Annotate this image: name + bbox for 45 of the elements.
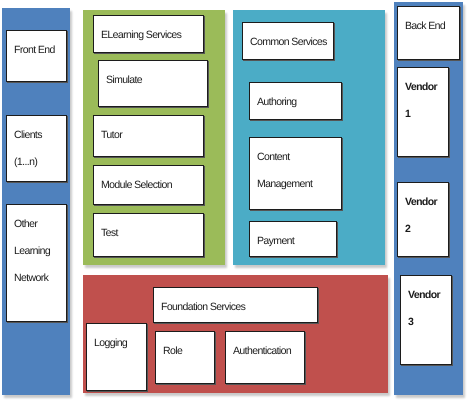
service-label: Vendor 2 [405,195,438,237]
service-label: Other Learning Network [14,217,52,286]
service-box [249,82,342,120]
service-label: Role [163,344,184,359]
service-label: Authoring [257,95,298,110]
service-label: Common Services [250,35,328,50]
service-label: Tutor [101,128,124,143]
service-box [155,331,215,384]
service-box [98,60,208,107]
service-box [86,323,147,391]
layer-panel [233,10,385,265]
service-label: Front End [14,43,56,58]
service-label: Back End [405,19,446,34]
layer-panel [83,10,225,265]
service-box [93,15,204,53]
service-box [6,115,67,182]
service-label: ELearning Services [101,28,182,43]
service-box [93,165,204,205]
service-box [242,22,334,60]
service-label: Module Selection [101,178,173,193]
service-label: Logging [94,336,128,351]
service-label: Payment [257,234,296,249]
layer-panel [394,2,463,395]
service-label: Simulate [106,73,144,88]
service-label: Authentication [233,344,292,359]
service-box [249,221,337,257]
service-box [249,137,342,210]
service-box [397,182,449,257]
service-box [93,115,204,157]
service-box [397,6,460,60]
service-label: Content Management [257,150,314,192]
service-label: Test [101,226,120,241]
service-box [93,213,204,257]
service-box [6,204,67,322]
layer-panel [2,8,70,395]
service-label: Vendor 3 [408,288,442,330]
service-label: Foundation Services [161,300,246,315]
service-box [6,30,67,82]
service-box [400,275,452,365]
service-box [397,67,449,157]
service-box [225,331,305,384]
layer-panel [83,275,388,393]
service-label: Vendor 1 [405,80,438,122]
service-box [153,287,318,323]
service-label: Clients (1...n) [14,128,44,170]
